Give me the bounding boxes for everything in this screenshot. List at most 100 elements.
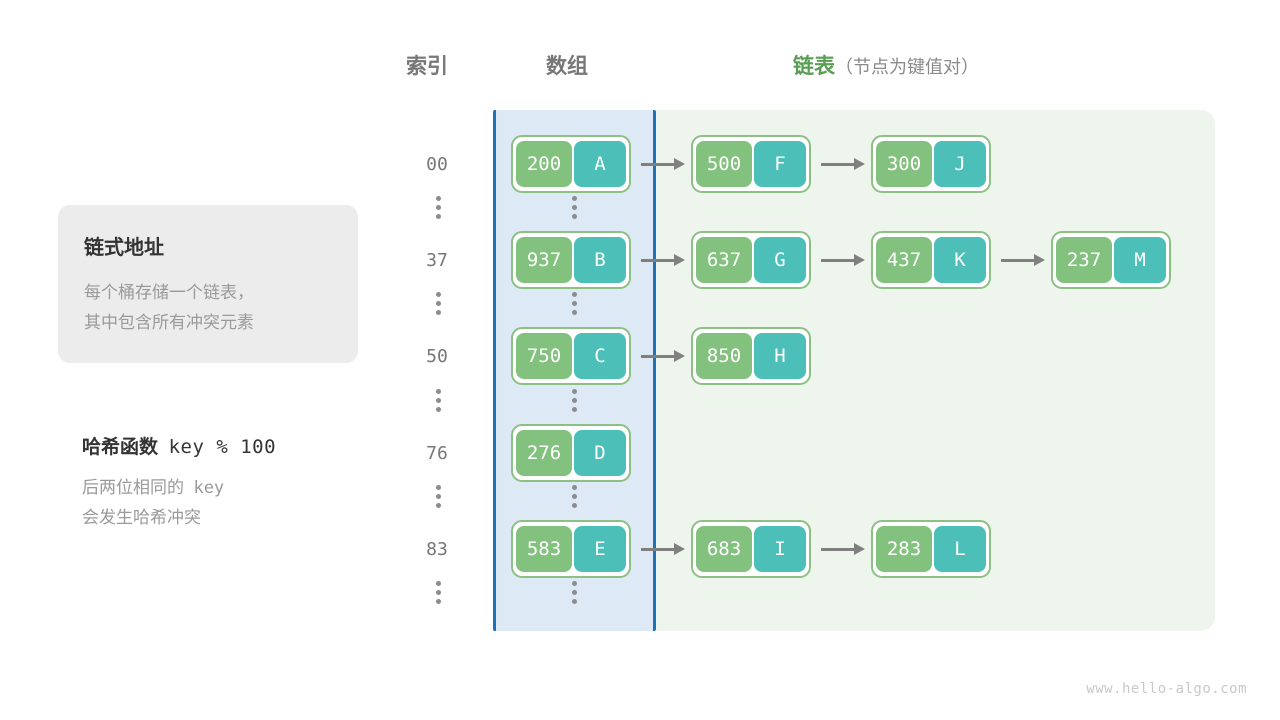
next-pointer-arrow [821, 158, 865, 170]
arrow-head [674, 254, 685, 266]
kv-node-key: 937 [516, 237, 572, 283]
kv-node-key: 200 [516, 141, 572, 187]
next-pointer-arrow [641, 158, 685, 170]
bucket-index-label: 83 [426, 539, 448, 560]
next-pointer-arrow [821, 254, 865, 266]
info-card: 链式地址 每个桶存储一个链表， 其中包含所有冲突元素 [58, 205, 358, 363]
kv-node-key: 437 [876, 237, 932, 283]
header-index: 索引 [406, 55, 448, 78]
bucket-index-label: 76 [426, 443, 448, 464]
index-ellipsis [427, 196, 449, 219]
arrow-shaft [821, 162, 854, 166]
ellipsis-dot [435, 485, 441, 490]
array-ellipsis [563, 292, 585, 315]
bucket-index-label: 00 [426, 154, 448, 175]
ellipsis-dot [435, 389, 441, 394]
ellipsis-dot [435, 494, 441, 499]
header-array: 数组 [546, 55, 588, 78]
header-linked-list-main: 链表 [793, 55, 835, 78]
ellipsis-dot [571, 407, 577, 412]
arrow-head [674, 158, 685, 170]
ellipsis-dot [571, 494, 577, 499]
ellipsis-dot [435, 205, 441, 210]
ellipsis-dot [571, 196, 577, 201]
bucket-index-label: 50 [426, 346, 448, 367]
ellipsis-dot [435, 407, 441, 412]
kv-node-value: L [934, 526, 986, 572]
ellipsis-dot [571, 214, 577, 219]
bucket-index-label: 37 [426, 250, 448, 271]
info-card-title: 链式地址 [84, 237, 164, 259]
hash-note-line-1-code: key [193, 478, 225, 498]
ellipsis-dot [435, 599, 441, 604]
ellipsis-dot [571, 581, 577, 586]
hash-function-expression: key % 100 [168, 436, 277, 458]
ellipsis-dot [571, 301, 577, 306]
arrow-head [674, 543, 685, 555]
kv-node-value: I [754, 526, 806, 572]
info-card-line-2: 其中包含所有冲突元素 [84, 313, 254, 332]
kv-node-key: 637 [696, 237, 752, 283]
arrow-head [854, 254, 865, 266]
kv-node-value: B [574, 237, 626, 283]
kv-node-key: 283 [876, 526, 932, 572]
ellipsis-dot [435, 590, 441, 595]
ellipsis-dot [571, 590, 577, 595]
next-pointer-arrow [1001, 254, 1045, 266]
array-ellipsis [563, 485, 585, 508]
ellipsis-dot [571, 389, 577, 394]
kv-node-value: M [1114, 237, 1166, 283]
index-ellipsis [427, 581, 449, 604]
kv-node-key: 500 [696, 141, 752, 187]
next-pointer-arrow [641, 254, 685, 266]
index-ellipsis [427, 485, 449, 508]
kv-node-key: 300 [876, 141, 932, 187]
kv-node-value: F [754, 141, 806, 187]
ellipsis-dot [435, 301, 441, 306]
info-card-line-1: 每个桶存储一个链表， [84, 283, 254, 302]
arrow-head [854, 158, 865, 170]
ellipsis-dot [435, 214, 441, 219]
kv-node-value: H [754, 333, 806, 379]
hash-function-note: 哈希函数 key % 100 后两位相同的 key 会发生哈希冲突 [82, 432, 382, 533]
arrow-shaft [641, 258, 674, 262]
kv-node-value: E [574, 526, 626, 572]
ellipsis-dot [571, 205, 577, 210]
kv-node-value: K [934, 237, 986, 283]
kv-node-value: J [934, 141, 986, 187]
ellipsis-dot [435, 398, 441, 403]
arrow-shaft [821, 258, 854, 262]
kv-node-key: 276 [516, 430, 572, 476]
hash-function-title-label: 哈希函数 [82, 437, 159, 458]
array-ellipsis [563, 581, 585, 604]
ellipsis-dot [435, 196, 441, 201]
ellipsis-dot [435, 310, 441, 315]
kv-node-key: 683 [696, 526, 752, 572]
arrow-head [854, 543, 865, 555]
kv-node-key: 750 [516, 333, 572, 379]
kv-node-key: 237 [1056, 237, 1112, 283]
ellipsis-dot [571, 485, 577, 490]
hash-function-title: 哈希函数 key % 100 [82, 432, 382, 459]
watermark: www.hello-algo.com [1086, 681, 1247, 697]
kv-node-value: C [574, 333, 626, 379]
index-ellipsis [427, 292, 449, 315]
next-pointer-arrow [641, 543, 685, 555]
array-ellipsis [563, 389, 585, 412]
ellipsis-dot [571, 599, 577, 604]
ellipsis-dot [435, 292, 441, 297]
header-linked-list-sub: （节点为键值对） [835, 57, 979, 77]
